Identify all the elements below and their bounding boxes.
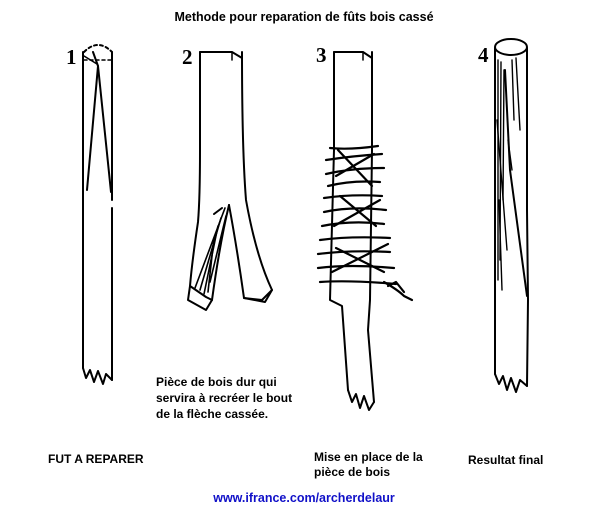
caption-step-3-line-2: pièce de bois	[314, 465, 391, 479]
diagram-title: Methode pour reparation de fûts bois cas…	[174, 10, 434, 24]
step-number-3: 3	[316, 43, 327, 67]
step-number-4: 4	[478, 43, 489, 67]
figure-3-binding-string	[316, 144, 414, 302]
figure-3-bound-shaft	[329, 51, 375, 411]
repair-piece-note: Pièce de bois dur qui servira à recréer …	[156, 374, 292, 422]
note-line-3: de la flèche cassée.	[156, 407, 269, 421]
step-number-2: 2	[182, 45, 193, 69]
caption-step-1: FUT A REPARER	[48, 452, 144, 466]
source-url: www.ifrance.com/archerdelaur	[213, 491, 395, 505]
note-line-1: Pièce de bois dur qui	[156, 375, 277, 389]
figure-1-shaft	[82, 44, 113, 385]
step-number-1: 1	[66, 45, 77, 69]
caption-step-4: Resultat final	[468, 453, 544, 467]
figure-4-shading	[496, 57, 521, 291]
note-line-2: servira à recréer le bout	[156, 391, 293, 405]
caption-step-3-line-1: Mise en place de la	[314, 450, 423, 464]
caption-step-3: Mise en place de la pièce de bois	[314, 450, 423, 480]
figure-2-repair-piece	[187, 51, 273, 311]
figure-4-repaired-shaft	[494, 38, 529, 393]
figure-2-shading	[194, 207, 227, 295]
